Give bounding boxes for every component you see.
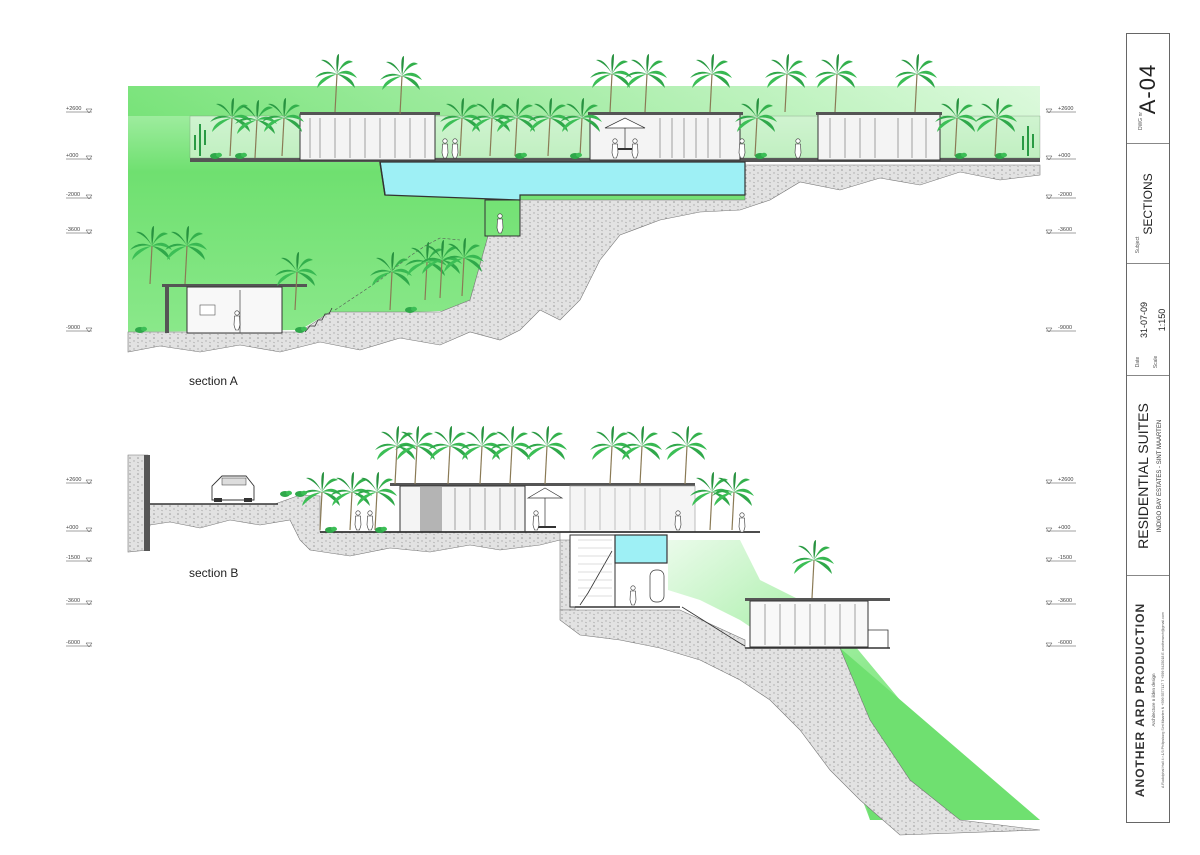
- level-b-left-1: +000: [66, 525, 78, 531]
- level-b-right-2: -1500: [1058, 555, 1072, 561]
- scale-label: Scale: [1153, 355, 1160, 368]
- date-label: Date: [1134, 356, 1141, 367]
- firm-cell: ANOTHER ARD PRODUCTION Architecture n il…: [1127, 576, 1169, 824]
- firm-address: A Rudolphal Hall 4 r.1/3 Philipsburg Sin…: [1160, 612, 1165, 788]
- subject-cell: Subject SECTIONS: [1127, 144, 1169, 264]
- level-b-right-3: -3600: [1058, 598, 1072, 604]
- date-value: 31-07-09: [1138, 301, 1149, 338]
- level-a-left-2: -2000: [66, 192, 80, 198]
- levels-a-left: [66, 108, 93, 333]
- subject-label: Subject: [1135, 236, 1142, 254]
- level-b-left-4: -6000: [66, 640, 80, 646]
- level-a-left-3: -3600: [66, 227, 80, 233]
- level-b-right-0: +2600: [1058, 477, 1073, 483]
- level-a-right-2: -2000: [1058, 192, 1072, 198]
- level-b-left-2: -1500: [66, 555, 80, 561]
- level-a-right-1: +000: [1058, 153, 1070, 159]
- level-b-right-4: -6000: [1058, 640, 1072, 646]
- project-cell: RESIDENTIAL SUITES INDIGO BAY ESTATES - …: [1127, 376, 1169, 576]
- levels-a-right: [1045, 108, 1076, 333]
- section-a-label: section A: [189, 374, 238, 388]
- section-a: [127, 53, 1041, 353]
- level-b-left-0: +2600: [66, 477, 81, 483]
- car-illustration: [211, 475, 255, 502]
- section-b-label: section B: [189, 566, 238, 580]
- drawing-number: A-04: [1135, 63, 1160, 114]
- level-a-left-0: +2600: [66, 106, 81, 112]
- level-a-left-4: -9000: [66, 325, 80, 331]
- date-scale-cell: Date 31-07-09 Scale 1:150: [1127, 264, 1169, 376]
- level-a-left-1: +000: [66, 153, 78, 159]
- project-subtitle: INDIGO BAY ESTATES - SINT MAARTEN: [1157, 419, 1164, 532]
- drawing-number-label: DWG nr: [1137, 112, 1144, 131]
- subject-value: SECTIONS: [1141, 172, 1155, 235]
- level-a-right-3: -3600: [1058, 227, 1072, 233]
- title-block: DWG nr A-04 Subject SECTIONS Date 31-07-…: [1126, 33, 1170, 823]
- levels-b-right: [1045, 479, 1076, 648]
- level-a-right-0: +2600: [1058, 106, 1073, 112]
- levels-b-left: [66, 479, 93, 648]
- level-a-right-4: -9000: [1058, 325, 1072, 331]
- scale-value: 1:150: [1156, 308, 1167, 331]
- level-b-left-3: -3600: [66, 598, 80, 604]
- drawing-number-cell: DWG nr A-04: [1127, 34, 1169, 144]
- level-b-right-1: +000: [1058, 525, 1070, 531]
- section-b: [127, 425, 1041, 836]
